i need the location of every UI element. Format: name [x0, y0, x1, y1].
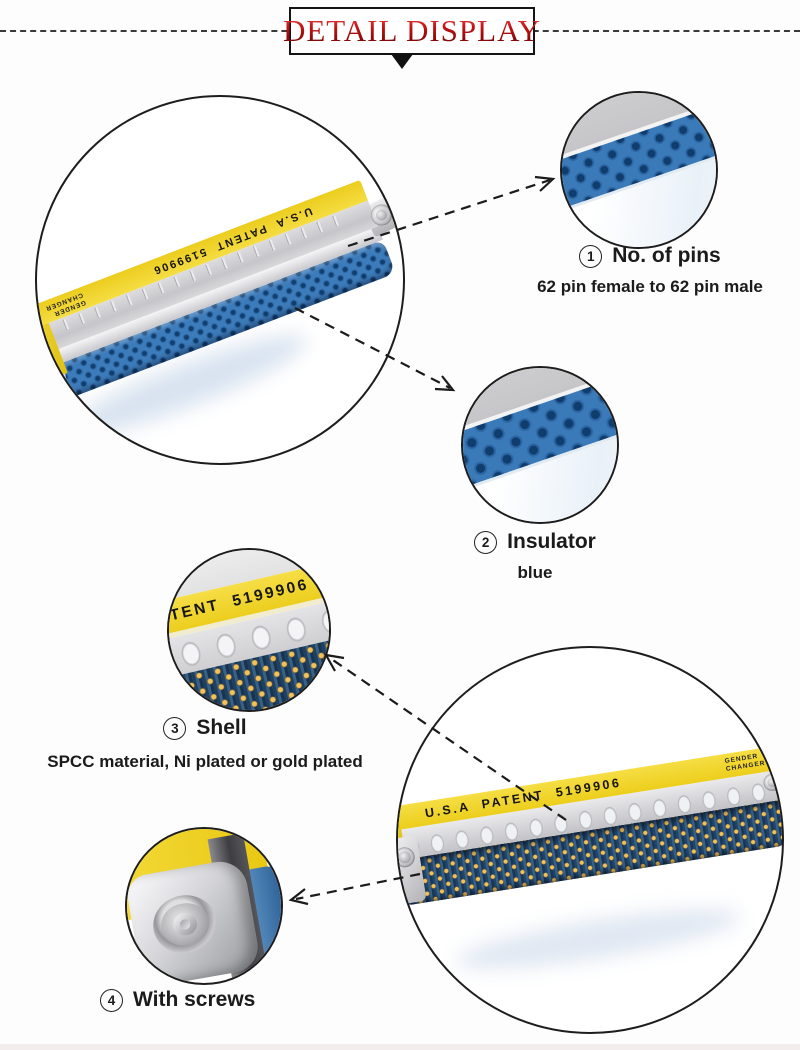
arrowhead-screw	[288, 888, 309, 906]
arrowhead-insulator	[434, 375, 456, 392]
hex-screw	[171, 911, 200, 938]
page-title: DETAIL DISPLAY	[282, 13, 542, 48]
callout-subtitle: blue	[517, 563, 553, 582]
pins-closeup-circle	[560, 91, 718, 249]
screw-closeup-circle	[125, 827, 283, 985]
callout-shell: 3 Shell SPCC material, Ni plated or gold…	[47, 716, 363, 772]
callout-title: 4 With screws	[100, 988, 255, 1012]
callout-label: With screws	[133, 988, 256, 1011]
callout-title: 2 Insulator	[420, 530, 650, 554]
screw-boss	[158, 899, 213, 950]
callout-insulator: 2 Insulator blue	[420, 530, 650, 583]
callout-label: Shell	[196, 716, 247, 739]
circled-number-2: 2	[474, 530, 498, 554]
gender-changer-text: GENDER CHANGER	[724, 753, 766, 773]
insulator-closeup-circle	[461, 366, 619, 524]
callout-subtitle: SPCC material, Ni plated or gold plated	[47, 752, 363, 771]
insulator-band	[562, 93, 716, 247]
circled-number-3: 3	[163, 716, 187, 740]
detail-display-banner: DETAIL DISPLAY	[283, 7, 540, 55]
main-product-circle: U.S.A PATENT 5199906 GENDER CHANGER	[35, 95, 405, 465]
shell-closeup-circle: PATENT 5199906	[167, 548, 331, 712]
callout-label: Insulator	[507, 530, 596, 553]
metal-end-plate	[127, 857, 262, 983]
callout-no-of-pins: 1 No. of pins 62 pin female to 62 pin ma…	[500, 244, 800, 297]
shell-band: PATENT 5199906	[169, 550, 329, 710]
callout-label: No. of pins	[612, 244, 721, 267]
gender-changer-connector-male: U.S.A PATENT 5199906 GENDER CHANGER	[398, 745, 782, 919]
circled-number-4: 4	[100, 988, 123, 1012]
male-product-circle: U.S.A PATENT 5199906 GENDER CHANGER	[396, 646, 784, 1034]
insulator-band	[463, 368, 617, 522]
section-divider	[0, 1044, 800, 1050]
screw-recess	[148, 890, 222, 959]
male-connector-shadow	[451, 897, 745, 981]
callout-subtitle: 62 pin female to 62 pin male	[537, 277, 763, 296]
callout-with-screws: 4 With screws	[100, 988, 255, 1012]
callout-title: 3 Shell	[55, 716, 355, 740]
banner-pointer-triangle	[391, 54, 413, 69]
arrowhead-pins	[534, 175, 556, 192]
callout-title: 1 No. of pins	[500, 244, 800, 268]
circled-number-1: 1	[579, 244, 603, 268]
